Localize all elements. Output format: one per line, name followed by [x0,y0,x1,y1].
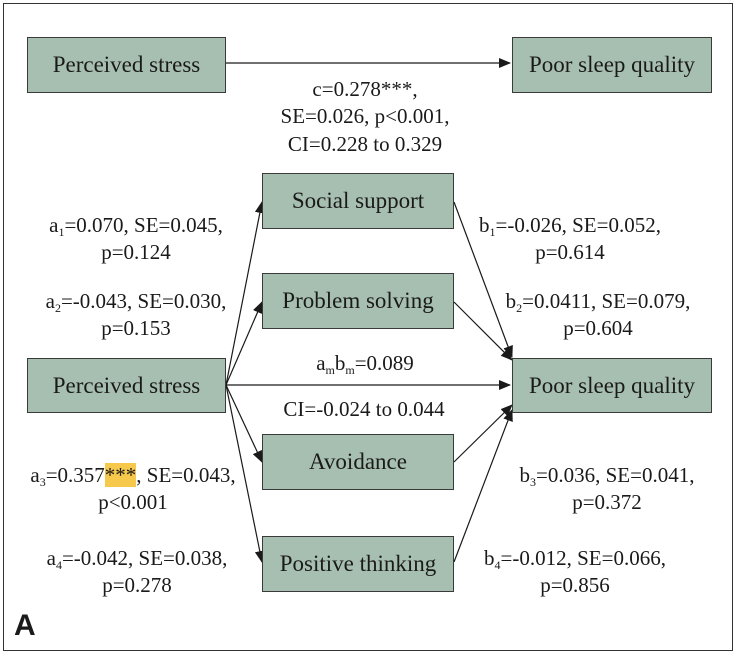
path-b1-label: b1=-0.026, SE=0.052, p=0.614 [470,212,670,267]
box-social-support: Social support [262,173,454,229]
path-b1-pvalue: p=0.614 [535,240,605,265]
indirect-effect-ci: CI=-0.024 to 0.044 [283,397,445,421]
path-a2-stats: =-0.043, SE=0.030, [60,289,227,313]
path-a3-coef: =0.357 [45,463,105,487]
path-b1-stats: =-0.026, SE=0.052, [495,213,661,237]
path-b2-pvalue: p=0.604 [563,316,633,341]
path-b3-subscript: 3 [530,475,537,489]
path-b3-label: b3=0.036, SE=0.041, p=0.372 [509,462,705,517]
total-effect-se-p: SE=0.026, p<0.001, [280,104,450,129]
box-poor-sleep-quality-total: Poor sleep quality [512,37,712,93]
path-b4-label: b4=-0.012, SE=0.066, p=0.856 [470,545,680,600]
figure-frame [3,3,733,651]
path-b4-symbol: b [484,546,495,570]
arrow-m2-y [453,301,513,361]
path-b1-symbol: b [479,213,490,237]
path-a4-pvalue: p=0.278 [102,573,172,598]
box-avoidance: Avoidance [262,434,454,490]
arrow-m4-y [453,409,513,563]
path-b2-symbol: b [505,289,517,313]
path-a1-label: a1=0.070, SE=0.045, p=0.124 [36,212,236,267]
path-b2-label: b2=0.0411, SE=0.079, p=0.604 [496,288,700,343]
path-a1-pvalue: p=0.124 [101,240,171,265]
total-effect-label: c=0.278***, SE=0.026, p<0.001, CI=0.228 … [255,76,475,158]
path-a4-stats: =-0.042, SE=0.038, [61,546,228,570]
path-b2-stats: =0.0411, SE=0.079, [522,289,691,313]
path-a2-subscript: 2 [54,301,61,315]
indirect-b-subscript: m [345,363,355,377]
indirect-a-symbol: a [316,351,326,375]
indirect-b-symbol: b [334,351,346,375]
box-problem-solving: Problem solving [262,273,454,329]
total-effect-ci: CI=0.228 to 0.329 [287,131,443,156]
box-perceived-stress: Perceived stress [27,358,226,413]
arrow-x-m1 [225,201,265,386]
path-a3-significance-highlight: *** [104,463,137,487]
path-a2-pvalue: p=0.153 [101,316,171,341]
total-effect-coef: c=0.278***, [312,77,418,101]
path-a1-subscript: 1 [58,225,65,239]
path-a3-subscript: 3 [39,475,46,489]
box-perceived-stress-total: Perceived stress [27,37,226,93]
arrow-x-m2 [225,301,263,386]
path-a1-symbol: a [49,213,59,237]
panel-letter: A [14,609,36,642]
indirect-effect-value: =0.089 [354,351,414,375]
path-b3-stats: =0.036, SE=0.041, [536,463,695,487]
path-b3-symbol: b [519,463,531,487]
indirect-a-subscript: m [325,363,335,377]
indirect-effect-label: ambm=0.089 [288,350,442,377]
path-a3-label: a3=0.357***, SE=0.043, p<0.001 [18,462,248,517]
arrow-x-m4 [225,384,265,563]
path-b2-subscript: 2 [516,301,523,315]
path-a3-se: , SE=0.043, [136,463,236,487]
path-b1-subscript: 1 [489,225,496,239]
path-a3-symbol: a [30,463,40,487]
path-a3-pvalue: p<0.001 [98,490,168,515]
arrow-m1-y [453,201,513,358]
path-a4-label: a4=-0.042, SE=0.038, p=0.278 [30,545,244,600]
path-b3-pvalue: p=0.372 [572,490,642,515]
box-poor-sleep-quality: Poor sleep quality [512,358,712,413]
path-a4-symbol: a [46,546,56,570]
path-a2-symbol: a [45,289,55,313]
path-b4-stats: =-0.012, SE=0.066, [500,546,666,570]
path-a2-label: a2=-0.043, SE=0.030, p=0.153 [23,288,249,343]
path-a4-subscript: 4 [55,558,62,572]
arrow-x-m3 [225,384,263,463]
path-b4-pvalue: p=0.856 [540,573,610,598]
path-a1-stats: =0.070, SE=0.045, [64,213,223,237]
path-b4-subscript: 4 [494,558,501,572]
box-positive-thinking: Positive thinking [262,536,454,592]
arrow-m3-y [453,404,513,463]
